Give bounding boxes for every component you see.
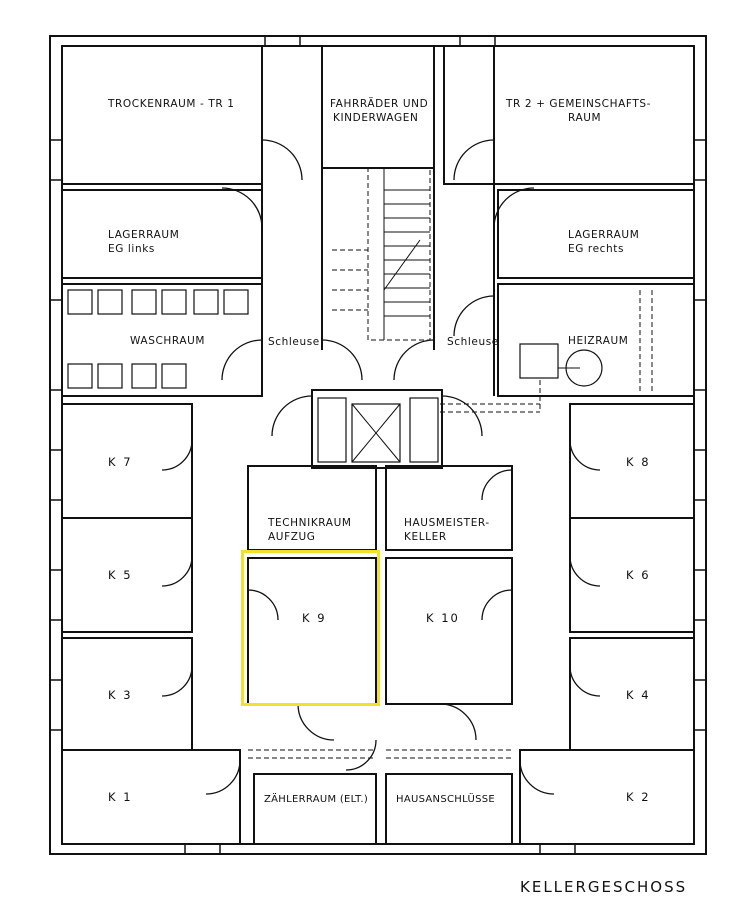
label-hausmeister-1: HAUSMEISTER-	[404, 517, 490, 529]
label-k7: K 7	[108, 455, 133, 469]
windows	[50, 36, 706, 854]
label-tr2-1: TR 2 + GEMEINSCHAFTS-	[506, 98, 652, 110]
label-tr2-2: RAUM	[568, 112, 602, 124]
elevator-core	[311, 389, 443, 469]
label-k10: K 10	[426, 611, 460, 625]
label-k2: K 2	[626, 790, 651, 804]
label-k4: K 4	[626, 688, 651, 702]
label-k1: K 1	[108, 790, 133, 804]
room-hausmeister	[385, 465, 513, 551]
room-tr2	[443, 45, 695, 185]
room-trockenraum	[61, 45, 263, 185]
plan-title: KELLERGESCHOSS	[520, 878, 688, 896]
outer-wall-outer	[49, 35, 707, 855]
washing-machines	[67, 289, 249, 389]
room-k1	[61, 749, 241, 845]
label-waschraum: WASCHRAUM	[130, 335, 206, 347]
room-k10	[385, 557, 513, 705]
outer-wall-inner	[61, 45, 695, 845]
label-fahrraeder-1: FAHRRÄDER UND	[330, 98, 429, 110]
room-k5	[61, 517, 193, 633]
label-lager-rechts-1: LAGERRAUM	[568, 229, 640, 241]
room-zaehlerraum	[253, 773, 377, 845]
label-lager-links-2: EG links	[108, 243, 155, 255]
boiler	[519, 343, 559, 379]
label-lager-links-1: LAGERRAUM	[108, 229, 180, 241]
staircase	[332, 167, 431, 341]
label-lager-rechts-2: EG rechts	[568, 243, 625, 255]
label-zaehlerraum: ZÄHLERRAUM (ELT.)	[264, 794, 369, 805]
doors	[221, 139, 535, 437]
label-k9: K 9	[302, 611, 327, 625]
label-k5: K 5	[108, 568, 133, 582]
label-schleuse-rechts: Schleuse	[447, 336, 499, 348]
label-hausanschluesse: HAUSANSCHLÜSSE	[396, 794, 495, 805]
label-heizraum: HEIZRAUM	[568, 335, 629, 347]
label-k8: K 8	[626, 455, 651, 469]
room-heizraum	[497, 283, 695, 397]
label-k3: K 3	[108, 688, 133, 702]
label-technik-2: AUFZUG	[268, 531, 316, 543]
label-fahrraeder-2: KINDERWAGEN	[333, 112, 419, 124]
elevator-shaft	[351, 403, 401, 463]
label-schleuse-links: Schleuse	[268, 336, 320, 348]
room-lager-rechts	[497, 189, 695, 279]
room-k6	[569, 517, 695, 633]
room-hausanschluesse	[385, 773, 513, 845]
label-k6: K 6	[626, 568, 651, 582]
label-technik-1: TECHNIKRAUM	[268, 517, 352, 529]
label-trockenraum: TROCKENRAUM - TR 1	[108, 98, 235, 110]
highlight-k9	[241, 550, 380, 706]
label-hausmeister-2: KELLER	[404, 531, 447, 543]
room-k2	[519, 749, 695, 845]
